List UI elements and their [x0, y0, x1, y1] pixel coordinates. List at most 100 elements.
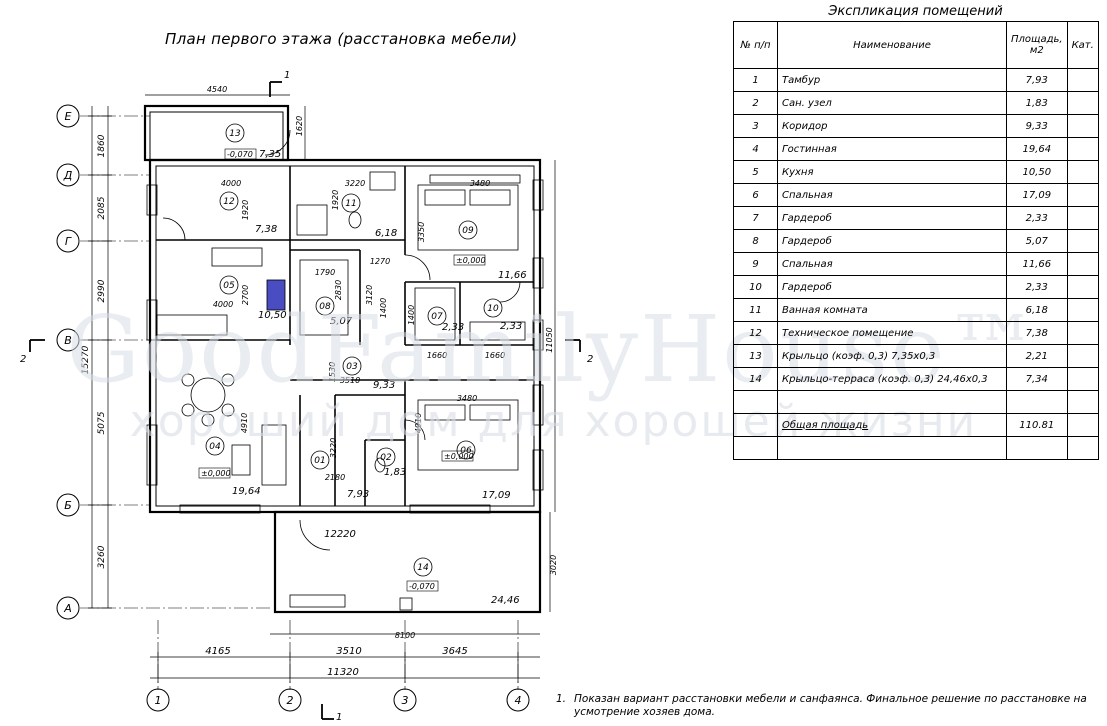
row-cat — [1066, 252, 1099, 276]
total-label: Общая площадь — [777, 413, 1007, 437]
row-num: 8 — [733, 229, 778, 253]
doors — [162, 129, 521, 551]
section-marks — [29, 81, 581, 720]
row-area: 6,18 — [1006, 298, 1068, 322]
interior-walls — [156, 166, 534, 506]
row-num: 1 — [733, 68, 778, 92]
dim-label: 2830 — [334, 280, 343, 300]
row-area: 2,21 — [1006, 344, 1068, 368]
row-area: 7,34 — [1006, 367, 1068, 391]
room-area: 7,35 — [259, 149, 281, 160]
section-mark-label: 2 — [20, 354, 26, 365]
footnote-number: 1. — [556, 693, 567, 705]
axis-letter: Б — [64, 499, 72, 512]
row-name: Ванная комната — [777, 298, 1007, 322]
dim-label: 3020 — [549, 555, 558, 575]
row-area: 10,50 — [1006, 160, 1068, 184]
row-name: Кухня — [777, 160, 1007, 184]
row-name: Коридор — [777, 114, 1007, 138]
level-mark: -0,070 — [409, 582, 435, 591]
header-name: Наименование — [777, 21, 1007, 69]
dim-label: 1660 — [485, 351, 505, 360]
section-mark-label: 1 — [336, 712, 342, 723]
section-mark-label: 1 — [284, 70, 290, 81]
row-name: Гардероб — [777, 206, 1007, 230]
row-area: 17,09 — [1006, 183, 1068, 207]
dim-label: 3350 — [417, 222, 426, 242]
dim-label: 3220 — [329, 438, 338, 458]
dim-label: 3260 — [97, 545, 107, 568]
level-mark: -0,070 — [227, 150, 253, 159]
row-area: 2,33 — [1006, 275, 1068, 299]
row-num: 3 — [733, 114, 778, 138]
dim-label: 4165 — [205, 646, 230, 657]
dim-label: 3480 — [457, 394, 477, 403]
windows — [146, 171, 544, 514]
level-mark: ±0,000 — [201, 469, 231, 478]
header-area: Площадь, м2 — [1006, 21, 1068, 69]
horizontal-axis-lines — [80, 115, 270, 609]
empty-cell — [777, 390, 1007, 414]
row-name: Гардероб — [777, 275, 1007, 299]
dim-label: 4000 — [221, 179, 241, 188]
room-area: 7,93 — [347, 489, 369, 500]
table-row-empty — [733, 390, 1099, 414]
row-area: 7,38 — [1006, 321, 1068, 345]
dim-label: 1920 — [331, 190, 340, 210]
axis-letter: Д — [63, 169, 73, 182]
row-num: 14 — [733, 367, 778, 391]
row-cat — [1066, 91, 1099, 115]
dim-label: 1920 — [241, 200, 250, 220]
row-cat — [1066, 183, 1099, 207]
room-number: 07 — [431, 312, 443, 322]
room-number: 13 — [229, 129, 241, 139]
dim-label: 4540 — [207, 85, 227, 94]
row-cat — [1066, 68, 1099, 92]
row-num: 6 — [733, 183, 778, 207]
row-name: Гостинная — [777, 137, 1007, 161]
dim-label: 1400 — [407, 305, 416, 325]
dim-label: 1620 — [295, 116, 304, 136]
total-label-text: Общая площадь — [782, 419, 869, 431]
room-area: 5,07 — [330, 316, 353, 327]
room-number: 09 — [462, 226, 474, 236]
row-cat — [1066, 229, 1099, 253]
outer-wall-inner-lines — [149, 111, 535, 507]
dim-label: 5075 — [97, 411, 107, 434]
empty-cell — [1006, 390, 1068, 414]
row-area: 1,83 — [1006, 91, 1068, 115]
dim-label: 4910 — [414, 413, 423, 433]
footnote: 1. Показан вариант расстановки мебели и … — [556, 693, 1106, 719]
row-name: Гардероб — [777, 229, 1007, 253]
dim-label: 3220 — [345, 179, 365, 188]
row-cat — [1066, 298, 1099, 322]
section-mark-label: 2 — [587, 354, 593, 365]
axis-letter: Г — [65, 235, 72, 248]
room-number: 12 — [223, 197, 235, 207]
room-area: 1,83 — [384, 467, 406, 478]
row-area: 19,64 — [1006, 137, 1068, 161]
row-name: Тамбур — [777, 68, 1007, 92]
empty-cell — [733, 390, 778, 414]
dim-label: 11050 — [545, 327, 554, 352]
row-cat — [1066, 206, 1099, 230]
empty-cell — [1006, 436, 1068, 460]
level-mark: ±0,000 — [444, 452, 474, 461]
room-area: 6,18 — [375, 228, 397, 239]
room-number: 05 — [223, 281, 235, 291]
room-number: 01 — [314, 456, 325, 466]
row-area: 9,33 — [1006, 114, 1068, 138]
empty-cell — [1066, 390, 1099, 414]
bottom-dim-lines — [150, 633, 540, 683]
room-number: 02 — [380, 453, 392, 463]
row-cat — [1066, 367, 1099, 391]
